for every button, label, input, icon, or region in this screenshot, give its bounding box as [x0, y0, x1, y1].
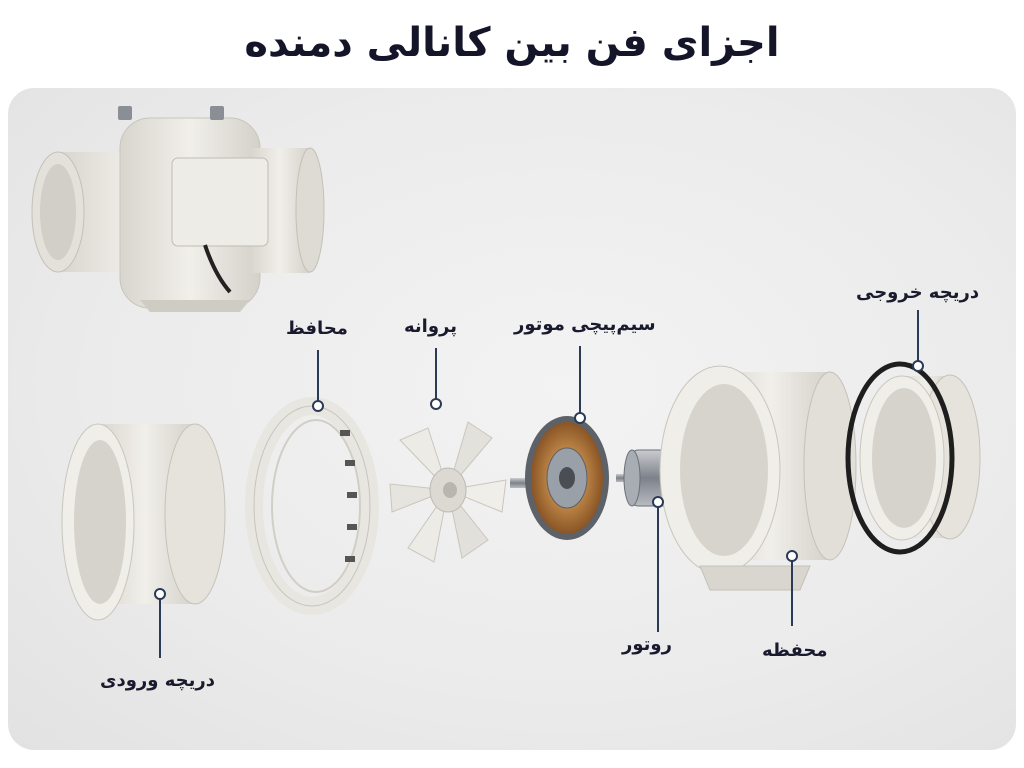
- label-guard: محافظ: [286, 318, 348, 339]
- leader-lines: [154, 310, 924, 658]
- label-outlet-damper: دریچه خروجی: [856, 282, 980, 303]
- outlet-damper: [845, 361, 981, 555]
- label-rotor: روتور: [622, 634, 672, 655]
- housing: [659, 365, 857, 591]
- impeller: [389, 421, 507, 563]
- label-motor-winding: سیم‌پیچی موتور: [514, 314, 656, 335]
- page-title: اجزای فن بین کانالی دمنده: [244, 20, 780, 66]
- label-inlet-damper: دریچه ورودی: [100, 670, 215, 691]
- motor-winding: [510, 416, 609, 540]
- inlet-damper: [61, 423, 226, 621]
- label-housing: محفظه: [762, 640, 828, 661]
- assembled-fan: [31, 106, 325, 312]
- label-impeller: پروانه: [404, 316, 457, 337]
- guard-ring: [245, 397, 379, 615]
